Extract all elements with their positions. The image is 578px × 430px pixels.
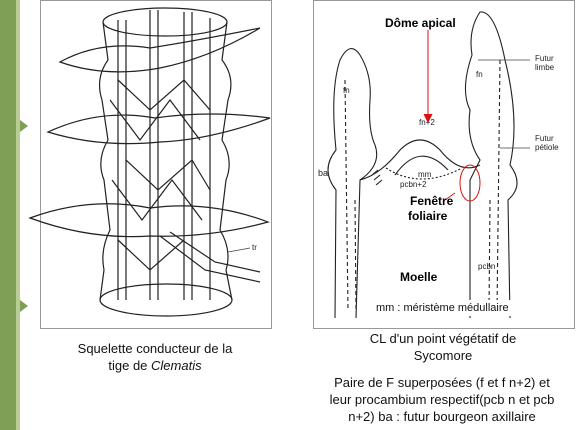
label-foliaire: foliaire bbox=[408, 209, 448, 223]
label-futur-limbe-1: Futur bbox=[535, 54, 554, 63]
sycomore-drawing bbox=[327, 11, 518, 319]
leader-lines bbox=[227, 59, 530, 253]
caption-clematis-line2: tige de Clematis bbox=[55, 357, 255, 374]
mm-legend: mm : méristème médullaire bbox=[372, 300, 513, 316]
slide-arrow-marker bbox=[20, 300, 28, 312]
label-fn2: fn+2 bbox=[419, 118, 435, 127]
clematis-drawing bbox=[28, 7, 271, 317]
label-fenetre: Fenêtre bbox=[410, 194, 454, 208]
label-futur-limbe-2: limbe bbox=[535, 63, 555, 72]
clematis-figure-panel bbox=[40, 0, 272, 329]
label-ba: ba bbox=[318, 168, 329, 178]
label-futur-petiole-2: pétiole bbox=[535, 143, 559, 152]
caption-desc-line1: Paire de F superposées (f et f n+2) et bbox=[334, 375, 550, 390]
caption-clematis-line1: Squelette conducteur de la bbox=[77, 341, 233, 356]
label-mm: mm bbox=[418, 170, 432, 179]
sycomore-figure-panel bbox=[313, 0, 575, 329]
caption-clematis-species: Clematis bbox=[151, 358, 202, 373]
label-fn-left: fn bbox=[343, 86, 350, 95]
label-fn-right: fn bbox=[476, 70, 483, 79]
slide-accent-stripe bbox=[16, 0, 20, 430]
annotation-arrows bbox=[423, 30, 481, 202]
caption-sycomore-desc: Paire de F superposées (f et f n+2) et l… bbox=[308, 374, 576, 425]
label-futur-petiole-1: Futur bbox=[535, 134, 554, 143]
caption-sycomore-title: CL d'un point végétatif de Sycomore bbox=[318, 330, 568, 364]
caption-clematis-prefix: tige de bbox=[108, 358, 152, 373]
slide-arrow-marker bbox=[20, 120, 28, 132]
label-dome-apical: Dôme apical bbox=[385, 16, 456, 30]
caption-sycomore-line2: Sycomore bbox=[413, 348, 473, 363]
slide-accent-bar bbox=[0, 0, 16, 430]
caption-clematis: Squelette conducteur de la tige de Clema… bbox=[55, 340, 255, 374]
label-tr: tr bbox=[252, 243, 257, 252]
caption-desc-line3: n+2) ba : futur bourgeon axillaire bbox=[348, 409, 536, 424]
caption-sycomore-line1: CL d'un point végétatif de bbox=[369, 331, 517, 346]
label-moelle: Moelle bbox=[400, 270, 438, 284]
label-pcb-n2: pcbn+2 bbox=[400, 180, 427, 189]
caption-desc-line2: leur procambium respectif(pcb n et pcb bbox=[329, 392, 555, 407]
label-pcb-n: pcbn bbox=[478, 262, 496, 271]
